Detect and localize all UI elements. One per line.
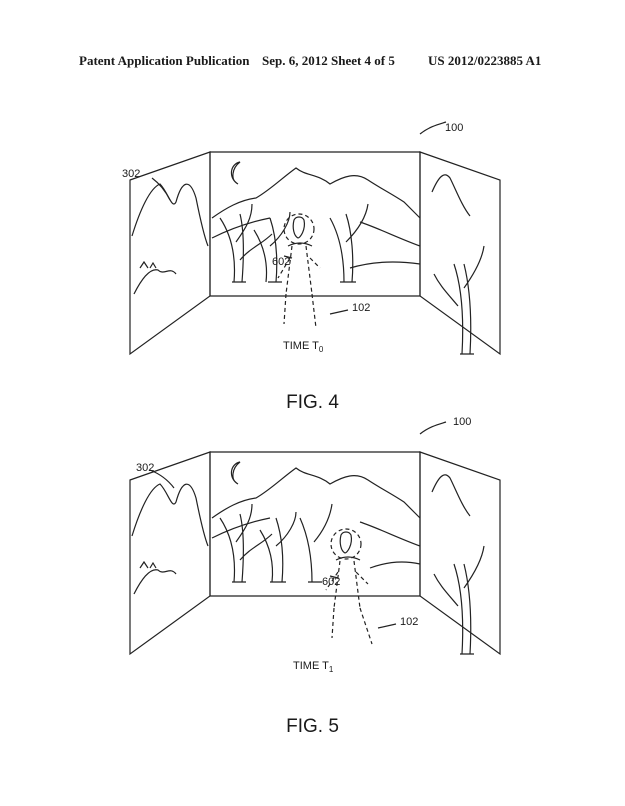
right-panel: [419, 151, 501, 356]
head-tracking-circle: [283, 213, 315, 245]
right-panel: [419, 451, 501, 656]
time-label: TIME T0: [283, 340, 324, 355]
moon-icon: [230, 461, 241, 485]
figure-4: 100 302 602 102 TIME T0: [0, 118, 625, 378]
publication-number: US 2012/0223885 A1: [428, 53, 542, 68]
figure-5-caption: FIG. 5: [286, 716, 339, 737]
figure-4-caption: FIG. 4: [286, 392, 339, 413]
user-ref-label: 102: [400, 616, 419, 628]
figure-5: 100 302 602 102 TIME T1: [0, 416, 625, 678]
left-panel: [129, 451, 211, 656]
publication-label: Patent Application Publication: [79, 53, 250, 68]
left-panel: [129, 151, 211, 356]
time-label: TIME T1: [293, 660, 334, 675]
head-tracking-circle: [330, 528, 362, 560]
user-ref-label: 102: [352, 302, 371, 314]
system-ref-label: 100: [453, 416, 472, 428]
figure-5-drawing: [129, 421, 501, 656]
head-ref-label: 602: [272, 256, 291, 268]
page-header: Patent Application Publication Sep. 6, 2…: [0, 53, 625, 73]
moon-icon: [230, 161, 241, 185]
figure-4-drawing: [129, 121, 501, 356]
display-ref-label: 302: [136, 462, 155, 474]
date-sheet-label: Sep. 6, 2012 Sheet 4 of 5: [262, 53, 395, 68]
display-ref-label: 302: [122, 168, 141, 180]
system-ref-label: 100: [445, 122, 464, 134]
head-ref-label: 602: [322, 576, 341, 588]
